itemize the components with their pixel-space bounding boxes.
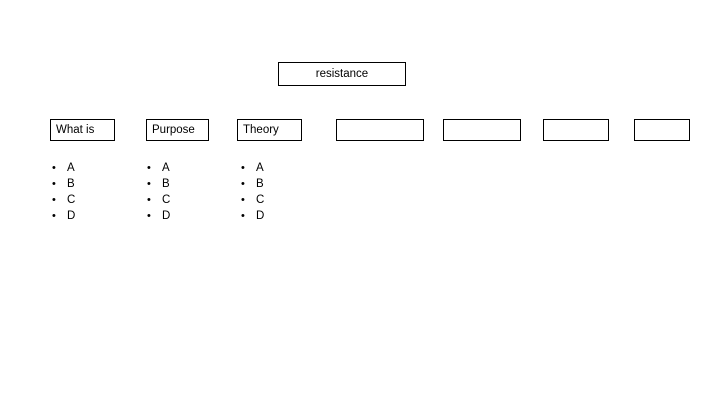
list-item[interactable]: •B <box>52 176 75 192</box>
list-item[interactable]: •A <box>147 160 170 176</box>
list-item-label: A <box>162 162 170 174</box>
list-item-label: D <box>162 210 171 222</box>
list-item[interactable]: •C <box>147 192 170 208</box>
bullet-point-icon: • <box>241 178 245 190</box>
node-purpose[interactable]: Purpose <box>146 119 209 141</box>
list-item[interactable]: •B <box>147 176 170 192</box>
list-item-label: B <box>256 178 264 190</box>
node-empty-7[interactable] <box>634 119 690 141</box>
node-empty-6[interactable] <box>543 119 609 141</box>
list-item-label: A <box>67 162 75 174</box>
node-label: Purpose <box>152 123 195 136</box>
bullet-list-theory: •A•B•C•D <box>241 160 264 224</box>
list-item-label: D <box>256 210 265 222</box>
bullet-point-icon: • <box>52 178 56 190</box>
node-empty-4[interactable] <box>336 119 424 141</box>
bullet-point-icon: • <box>147 178 151 190</box>
bullet-point-icon: • <box>241 162 245 174</box>
bullet-point-icon: • <box>241 210 245 222</box>
bullet-point-icon: • <box>241 194 245 206</box>
list-item-label: D <box>67 210 76 222</box>
list-item[interactable]: •D <box>52 208 75 224</box>
node-label: What is <box>56 123 95 136</box>
list-item-label: C <box>256 194 265 206</box>
bullet-point-icon: • <box>52 194 56 206</box>
node-label: Theory <box>243 123 279 136</box>
node-theory[interactable]: Theory <box>237 119 302 141</box>
list-item-label: B <box>162 178 170 190</box>
bullet-point-icon: • <box>147 162 151 174</box>
list-item[interactable]: •A <box>241 160 264 176</box>
title-node[interactable]: resistance <box>278 62 406 86</box>
title-node-label: resistance <box>315 67 369 80</box>
bullet-point-icon: • <box>52 210 56 222</box>
list-item-label: C <box>67 194 76 206</box>
list-item[interactable]: •C <box>241 192 264 208</box>
bullet-list-purpose: •A•B•C•D <box>147 160 170 224</box>
list-item[interactable]: •A <box>52 160 75 176</box>
node-what-is[interactable]: What is <box>50 119 115 141</box>
bullet-point-icon: • <box>147 194 151 206</box>
bullet-point-icon: • <box>147 210 151 222</box>
list-item-label: B <box>67 178 75 190</box>
list-item[interactable]: •C <box>52 192 75 208</box>
list-item-label: A <box>256 162 264 174</box>
node-empty-5[interactable] <box>443 119 521 141</box>
bullet-point-icon: • <box>52 162 56 174</box>
bullet-list-what-is: •A•B•C•D <box>52 160 75 224</box>
list-item-label: C <box>162 194 171 206</box>
list-item[interactable]: •D <box>147 208 170 224</box>
list-item[interactable]: •B <box>241 176 264 192</box>
list-item[interactable]: •D <box>241 208 264 224</box>
